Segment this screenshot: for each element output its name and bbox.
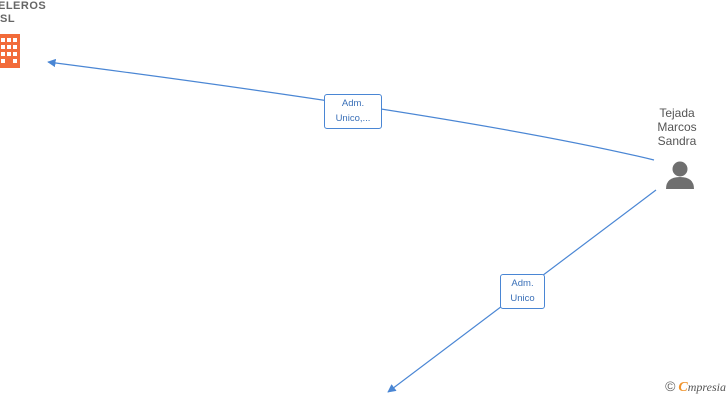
- edge-label-2-line2: Unico: [510, 293, 535, 304]
- edge-person-to-company: [47, 58, 655, 161]
- edge-label-adm-unico-2[interactable]: Adm. Unico: [500, 274, 545, 309]
- company-name[interactable]: ELEROS SL: [0, 0, 46, 26]
- company-name-line1: ELEROS: [0, 0, 47, 12]
- copyright-icon: ©: [665, 378, 676, 394]
- empresia-logo-mark: C: [678, 380, 688, 395]
- edge-label-1-line2: Unico,...: [335, 113, 371, 124]
- person-name[interactable]: Tejada Marcos Sandra: [636, 106, 718, 148]
- empresia-watermark: ©Cmpresia: [665, 378, 726, 396]
- edge-label-2-line1: Adm.: [511, 278, 534, 289]
- person-name-line2: Marcos: [657, 120, 697, 134]
- company-name-line2: SL: [0, 13, 16, 25]
- edge-label-1-line1: Adm.: [341, 98, 365, 109]
- edge-label-adm-unico-1[interactable]: Adm. Unico,...: [324, 94, 382, 129]
- building-icon[interactable]: [0, 34, 20, 68]
- empresia-brand-text: mpresia: [687, 380, 726, 394]
- person-icon[interactable]: [666, 161, 694, 190]
- person-name-line1: Tejada: [659, 106, 695, 120]
- person-name-line3: Sandra: [657, 134, 697, 148]
